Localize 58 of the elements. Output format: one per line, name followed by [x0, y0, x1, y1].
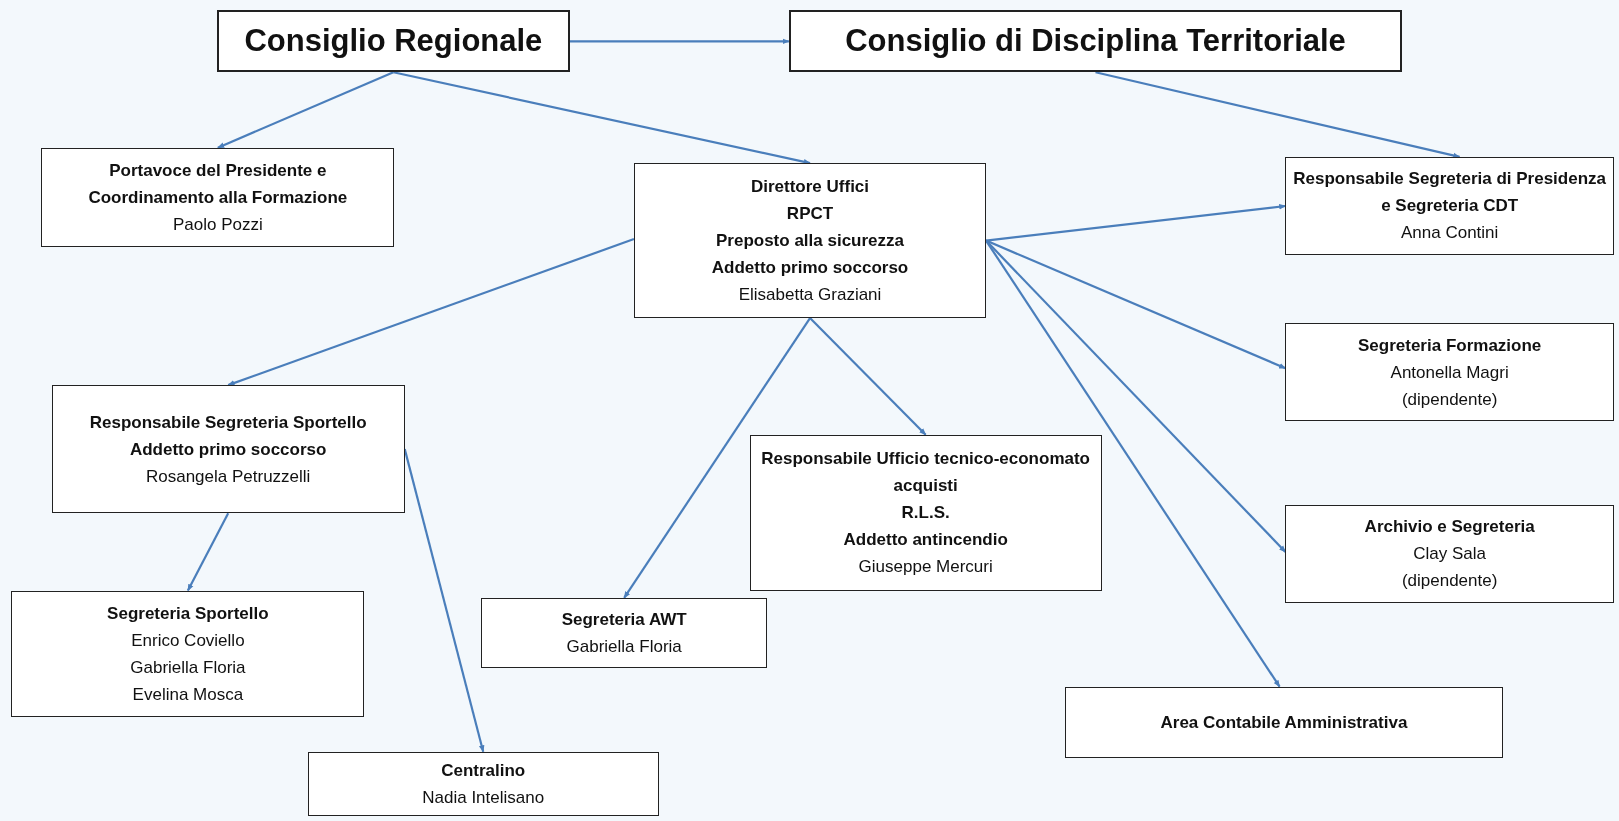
org-box [749, 434, 1102, 591]
person-name: Rosangela Petruzzelli [145, 465, 311, 488]
role-title: Segreteria Formazione [1358, 334, 1542, 357]
arrow [217, 71, 394, 149]
person-name: Elisabetta Graziani [738, 284, 882, 307]
arrow [985, 239, 1287, 553]
person-name: Enrico Coviello [131, 629, 245, 652]
arrow [569, 38, 790, 45]
role-title: RPCT [786, 203, 834, 226]
arrow [403, 448, 485, 753]
arrow [623, 317, 811, 599]
person-name: Gabriella Floria [566, 635, 682, 658]
person-name: Gabriella Floria [130, 656, 246, 679]
role-title: Segreteria Sportello [107, 602, 269, 625]
role-title: Responsabile Segreteria di Presidenza e Segreteria CDT [1292, 168, 1607, 218]
org-box [633, 163, 987, 318]
role-title: Addetto primo soccorso [711, 257, 909, 280]
org-box [1285, 156, 1614, 255]
arrow [227, 238, 635, 387]
role-title: Responsabile Segreteria Sportello [89, 411, 367, 434]
arrow [809, 317, 927, 436]
org-box [11, 590, 365, 717]
person-name: Antonella Magri [1390, 361, 1509, 384]
person-name: Clay Sala [1413, 543, 1487, 566]
org-box [1064, 686, 1504, 758]
arrow [186, 512, 230, 592]
role-title: R.L.S. [901, 502, 950, 525]
person-name: Evelina Mosca [132, 683, 244, 706]
arrow [1095, 71, 1461, 159]
org-box [51, 385, 405, 514]
arrow [985, 239, 1287, 370]
person-name: Nadia Intelisano [422, 786, 545, 809]
arrow [393, 71, 811, 165]
org-box [481, 597, 768, 669]
role-title: Archivio e Segreteria [1364, 516, 1535, 539]
person-name: (dipendente) [1401, 388, 1498, 411]
council-title: Consiglio di Disciplina Territoriale [845, 22, 1346, 61]
person-name: Giuseppe Mercuri [858, 556, 993, 579]
role-title: Addetto primo soccorso [129, 438, 327, 461]
role-title: Addetto antincendio [843, 529, 1008, 552]
role-title: Portavoce del Presidente e Coordinamento alla Formazione [87, 159, 349, 209]
role-title: Preposto alla sicurezza [716, 230, 904, 253]
person-name: Paolo Pozzi [172, 213, 263, 236]
person-name: Anna Contini [1400, 222, 1499, 245]
org-box [1285, 504, 1614, 603]
role-title: Direttore Uffici [750, 176, 870, 199]
council-box [788, 10, 1403, 73]
role-title: Responsabile Ufficio tecnico-economato acquisti [760, 448, 1091, 498]
org-box [1285, 323, 1614, 422]
council-title: Consiglio Regionale [244, 22, 543, 61]
arrow [985, 203, 1287, 242]
person-name: (dipendente) [1401, 570, 1498, 593]
role-title: Area Contabile Amministrativa [1160, 711, 1408, 734]
org-box [41, 147, 395, 247]
role-title: Segreteria AWT [561, 608, 687, 631]
role-title: Centralino [441, 759, 526, 782]
org-box [307, 751, 659, 816]
council-box [216, 10, 570, 73]
